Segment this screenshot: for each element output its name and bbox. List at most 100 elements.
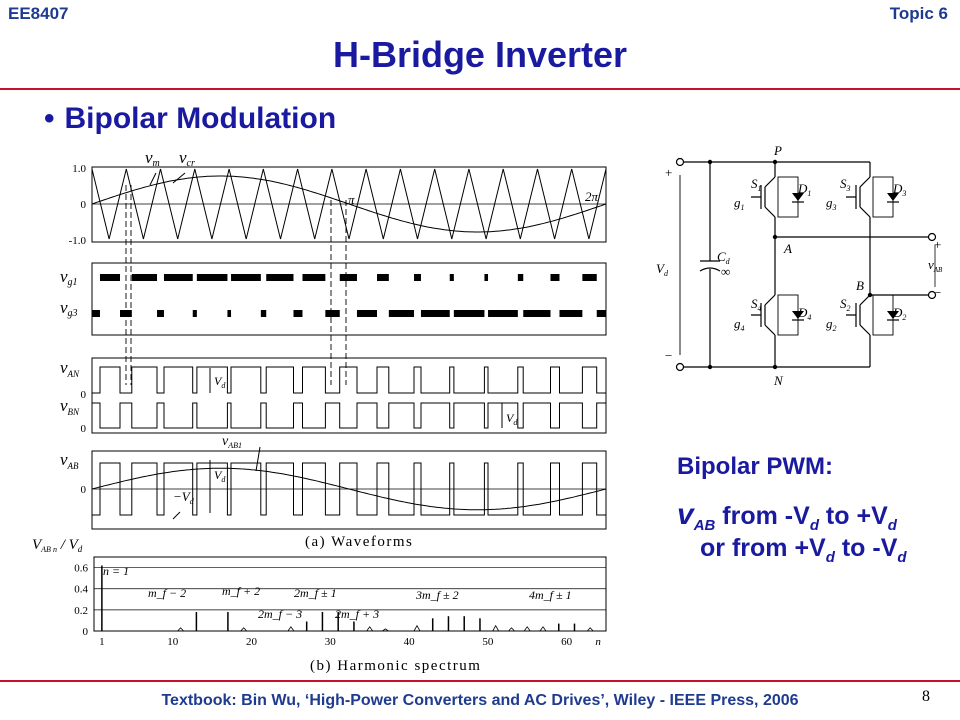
annot-3mf-pm2: 3m_f ± 2 — [415, 588, 459, 602]
spectrum-ylabel: VAB n / Vd — [32, 537, 83, 554]
van-vbn-panel — [91, 357, 607, 434]
g2-label: g2 — [826, 316, 837, 333]
switch-s1 — [751, 176, 804, 218]
annot-mf-plus-2: m_f + 2 — [222, 584, 260, 598]
terminal-a — [927, 232, 937, 242]
plus-sign-left: + — [665, 165, 672, 180]
terminal-b — [927, 290, 937, 300]
vcr-label: vcr — [179, 148, 195, 169]
s2-label: S2 — [840, 296, 851, 313]
annot-n1: n = 1 — [103, 564, 129, 578]
s3-label: S3 — [840, 176, 851, 193]
vab-panel — [91, 450, 607, 530]
neg-vd-label: −Vd — [173, 489, 195, 506]
vg1-pulse — [163, 274, 193, 281]
vg1-pulse — [484, 274, 489, 281]
vd-label-ab: Vd — [214, 468, 226, 484]
switch-s2 — [846, 294, 899, 336]
spectrum-xtick: 60 — [561, 636, 573, 648]
vg3-pulse — [388, 310, 415, 317]
vg1-pulse — [266, 274, 294, 281]
vg3-pulse — [453, 310, 485, 317]
terminal-neg — [675, 362, 685, 372]
vab-wave — [92, 462, 606, 516]
tick-vab-0: 0 — [81, 484, 87, 496]
s1-label: S1 — [751, 176, 762, 193]
vg3-pulse — [157, 310, 164, 317]
two-pi-label: 2π — [585, 189, 599, 204]
spectrum-ytick: 0.2 — [74, 605, 88, 617]
d4-label: D4 — [797, 305, 811, 322]
d3-label: D3 — [892, 181, 906, 198]
topic-label: Topic 6 — [889, 4, 948, 23]
carrier-wave — [91, 168, 607, 240]
vg3-pulse — [559, 310, 583, 317]
bottom-rule — [0, 680, 960, 682]
vg3-pulse — [356, 310, 378, 317]
minor-harmonic-peaks — [177, 624, 594, 632]
g3-label: g3 — [826, 195, 837, 212]
annot-2mf-pm1: 2m_f ± 1 — [294, 586, 337, 600]
vg1-pulse — [517, 274, 524, 281]
tick-van-0: 0 — [81, 389, 87, 401]
bipolar-pwm-line1: vAB from -Vd to +Vd — [677, 498, 897, 534]
vd-label-an: Vd — [214, 374, 226, 390]
tick-vbn-0: 0 — [81, 423, 87, 435]
course-code: EE8407 — [8, 4, 69, 23]
vg1-pulse — [196, 274, 228, 281]
tick-1: 1.0 — [72, 163, 86, 175]
vg3-pulse — [192, 310, 197, 317]
terminal-pos — [675, 157, 685, 167]
vg3-pulse — [596, 310, 606, 317]
spectrum-xtick: n — [595, 636, 601, 648]
vg1-pulse — [582, 274, 597, 281]
vg3-pulse — [293, 310, 303, 317]
node-n-label: N — [773, 373, 784, 388]
spectrum-xtick: 50 — [482, 636, 494, 648]
time-markers — [125, 185, 347, 385]
vab1-pointer — [255, 446, 261, 472]
vg1-pulse — [99, 274, 121, 281]
plus-sign-right: + — [934, 237, 941, 252]
page-number: 8 — [922, 688, 930, 705]
vg1-pulse — [131, 274, 158, 281]
annot-4mf-pm1: 4m_f ± 1 — [529, 588, 572, 602]
gate-panel — [91, 262, 607, 336]
annot-2mf-plus-3: 2m_f + 3 — [335, 607, 379, 621]
vg1-signal — [99, 274, 597, 281]
minus-sign-left: − — [665, 348, 672, 363]
vg3-pulse — [260, 310, 267, 317]
vm-label: vm — [145, 148, 160, 169]
vg3-pulse — [227, 310, 232, 317]
vcr-pointer — [172, 172, 186, 184]
bipolar-pwm-label: Bipolar PWM: — [677, 453, 833, 480]
pi-label: π — [348, 192, 355, 207]
van-wave — [92, 366, 606, 394]
h-bridge-circuit: P N A B S1 S3 S4 S2 D1 D3 D4 D2 g1 g3 g4… — [656, 145, 943, 388]
vg1-pulse — [231, 274, 261, 281]
vd-source-label: Vd — [656, 261, 669, 278]
spectrum-xtick: 1 — [99, 636, 105, 648]
tick-0: 0 — [81, 199, 87, 211]
vab-output-label: vAB — [928, 257, 943, 274]
vab-label: vAB — [60, 450, 79, 471]
vg3-label: vg3 — [60, 298, 78, 319]
vg3-pulse — [92, 310, 100, 317]
spectrum-xtick: 30 — [325, 636, 337, 648]
d2-label: D2 — [892, 305, 906, 322]
g4-label: g4 — [734, 316, 745, 333]
annot-mf-minus-2: m_f − 2 — [148, 586, 186, 600]
vg3-signal — [92, 310, 606, 317]
bipolar-pwm-line2: or from +Vd to -Vd — [700, 534, 907, 566]
node-b-label: B — [856, 278, 864, 293]
footer-citation: Textbook: Bin Wu, ‘High-Power Converters… — [161, 692, 799, 709]
g1-label: g1 — [734, 195, 745, 212]
vg3-pulse — [523, 310, 551, 317]
cd-label: Cd — [717, 249, 731, 266]
vbn-label: vBN — [60, 396, 80, 417]
vd-label-bn: Vd — [506, 411, 518, 427]
neg-vd-pointer — [172, 511, 181, 520]
spectrum-ytick: 0 — [83, 626, 89, 638]
switch-s3 — [846, 176, 899, 218]
